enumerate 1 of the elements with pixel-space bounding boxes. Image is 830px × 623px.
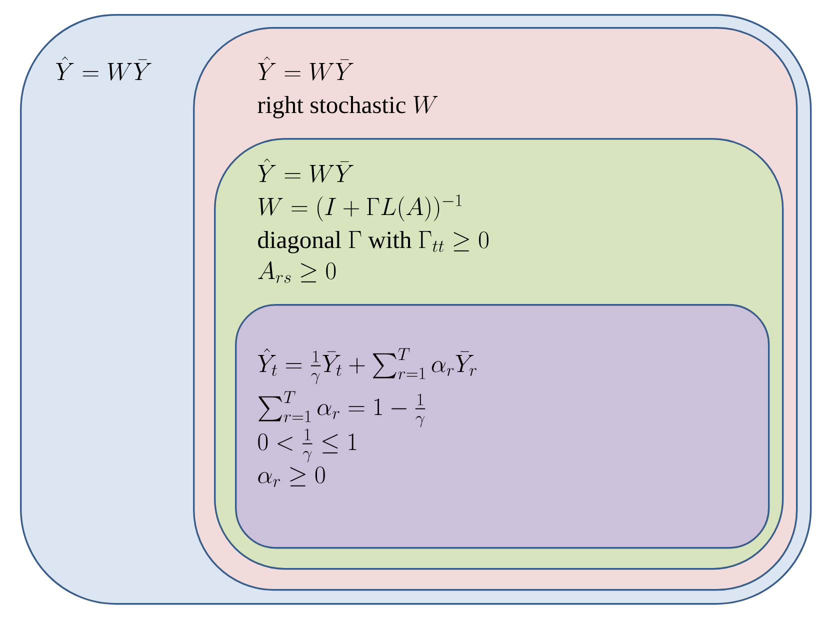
- rounded-region: $\hat{Y}_t = \frac{1}{\gamma}\bar{Y}_t + \sum_{r=1}^{T} \alpha_r \bar{Y}_r$ $\sum_{r=1}^{T} \alpha_r = 1 - \frac{1}{\gamma}$ $0 < \frac{1}{\gamma} \leq 1$ $\alpha_r \geq 0$: [235, 304, 770, 549]
